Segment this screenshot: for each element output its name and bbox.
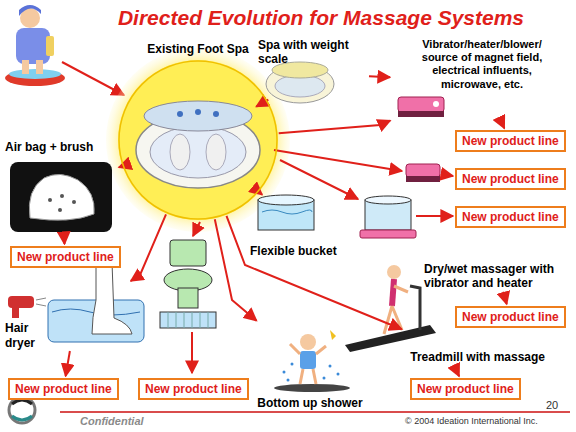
evolution-arrow <box>119 166 122 169</box>
item-label-box: Flexible bucket <box>250 196 350 258</box>
spa-circle: Existing Foot Spa <box>118 60 278 220</box>
node-heading: New product line <box>15 382 112 396</box>
evolution-arrow <box>66 351 70 376</box>
evolution-arrow <box>503 125 505 128</box>
evolution-arrow <box>63 236 66 244</box>
node-heading: New product line <box>462 310 559 324</box>
item-label-box: Treadmill with massage <box>345 330 545 364</box>
evolution-arrow <box>260 193 263 195</box>
item-label-box: Dry/wet massager with vibrator and heate… <box>424 262 574 291</box>
evolution-arrow <box>215 219 257 321</box>
product-line-box: New product line <box>410 378 521 400</box>
product-line-box: New product line <box>138 378 249 400</box>
spa-weight-scale <box>266 62 334 103</box>
item-label-box: Air bag + brush <box>5 140 117 235</box>
bucket-vibrator <box>360 196 416 238</box>
flexible-bucket <box>258 195 314 230</box>
node-heading: New product line <box>417 382 514 396</box>
node-heading: New product line <box>462 172 559 186</box>
node-heading: Bottom up shower <box>257 396 362 410</box>
hair-dryer-bath <box>8 262 144 342</box>
page-number: 20 <box>546 399 558 411</box>
evolution-arrow <box>227 216 402 329</box>
circle-border <box>119 61 277 219</box>
bottom-up-shower <box>274 330 350 392</box>
woman-foot-bath <box>5 5 65 86</box>
circle-outline <box>118 60 278 220</box>
confidential-note: Confidential <box>80 415 144 427</box>
product-line-box: New product line <box>455 168 566 190</box>
product-line-box: New product line <box>455 130 566 152</box>
node-heading: Vibrator/heater/blower/ source of magnet… <box>407 38 557 91</box>
node-heading: Spa with weight scale <box>258 38 368 67</box>
air-bag-brush <box>10 162 112 232</box>
node-heading: Air bag + brush <box>5 140 93 154</box>
treadmill <box>345 265 436 352</box>
node-heading: Hair dryer <box>5 321 47 350</box>
product-line-box: New product line <box>455 306 566 328</box>
product-line-box: New product line <box>455 206 566 228</box>
item-label-box: Spa with weight scale <box>258 38 368 110</box>
evolution-arrow <box>131 214 166 281</box>
product-line-box: New product line <box>8 378 119 400</box>
node-heading: Treadmill with massage <box>410 350 545 364</box>
company-logo <box>9 397 35 423</box>
node-heading: New product line <box>462 210 559 224</box>
toilet <box>160 240 216 328</box>
item-label-box: Bottom up shower <box>255 322 365 410</box>
vibrator-pad <box>398 97 444 117</box>
evolution-arrow <box>503 292 506 304</box>
evolution-arrow <box>279 121 391 134</box>
node-heading: New product line <box>17 250 114 264</box>
product-line-box: New product line <box>10 246 121 268</box>
item-label-box: Hair dryer <box>5 282 147 350</box>
copyright-note: © 2004 Ideation International Inc. <box>405 416 538 426</box>
node-heading: New product line <box>462 134 559 148</box>
node-heading: New product line <box>145 382 242 396</box>
massage-pad <box>406 164 440 182</box>
evolution-arrow <box>454 365 459 376</box>
node-heading: Flexible bucket <box>250 244 337 258</box>
diagram-title: Directed Evolution for Massage Systems <box>96 6 546 30</box>
node-heading: Dry/wet massager with vibrator and heate… <box>424 262 574 291</box>
item-label-box: Vibrator/heater/blower/ source of magnet… <box>392 38 572 124</box>
foot-spa <box>136 101 260 188</box>
evolution-arrow <box>369 75 390 78</box>
